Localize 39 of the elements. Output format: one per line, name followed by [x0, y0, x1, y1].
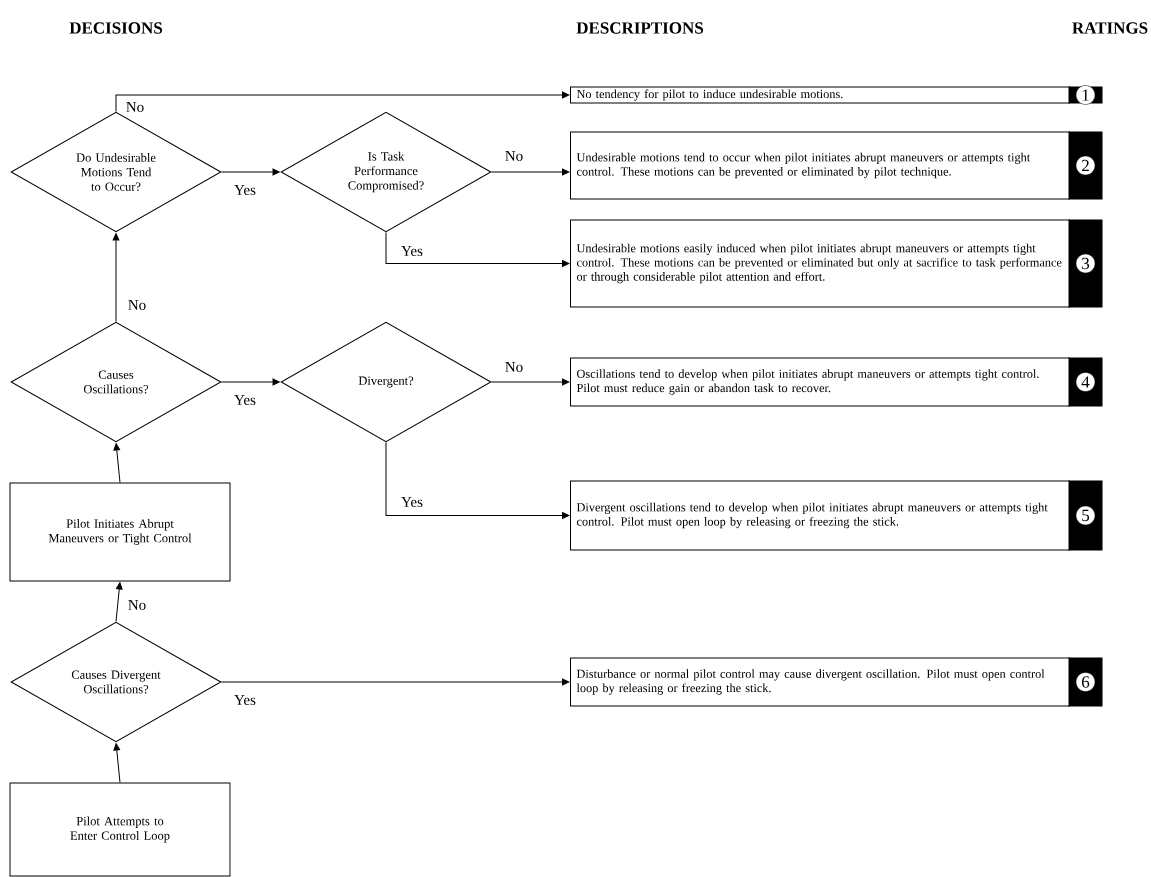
- arrow: [113, 443, 121, 483]
- edge-label: Yes: [401, 246, 423, 256]
- arrow: [112, 233, 120, 322]
- arrow: [491, 378, 570, 386]
- description-box: No tendency for pilot to induce undesirable motions.: [570, 86, 1070, 104]
- rating-badge: 2: [1068, 131, 1103, 200]
- edge-label: No: [126, 102, 144, 112]
- description-box: Divergent oscillations tend to develop when pilot initiates abrupt maneuvers or attempts tight control. Pilot must open loop by releasing or freezing the stick.: [570, 480, 1070, 551]
- arrow: [221, 168, 280, 176]
- edge-label: No: [128, 600, 146, 610]
- edge-label: Yes: [401, 497, 423, 507]
- arrow: [491, 168, 570, 176]
- rating-badge: 1: [1068, 85, 1103, 105]
- arrow: [115, 582, 123, 622]
- column-heading: RATINGS: [1072, 22, 1148, 34]
- description-box: Oscillations tend to develop when pilot initiates abrupt maneuvers or attempts tight control. Pilot must reduce gain or abandon task to recover.: [570, 357, 1070, 407]
- rating-badge: 5: [1068, 480, 1103, 551]
- rating-badge: 3: [1068, 219, 1103, 308]
- edge-label: Yes: [234, 695, 256, 705]
- process-box: Pilot Initiates Abrupt Maneuvers or Tight Control: [9, 482, 231, 582]
- arrow: [113, 743, 121, 783]
- description-box: Undesirable motions easily induced when pilot initiates abrupt maneuvers or attempts tight control. These motions can be prevented or eliminated but only at sacrifice to task performance or through considerable pilot attention and effort.: [570, 219, 1070, 308]
- arrow: [385, 442, 570, 519]
- arrow: [221, 678, 570, 686]
- process-box: Pilot Attempts to Enter Control Loop: [9, 782, 231, 877]
- column-heading: DESCRIPTIONS: [576, 22, 704, 34]
- arrow: [115, 91, 570, 112]
- column-heading: DECISIONS: [69, 22, 163, 34]
- description-box: Undesirable motions tend to occur when pilot initiates abrupt maneuvers or attempts tight control. These motions can be prevented or eliminated by pilot technique.: [570, 131, 1070, 200]
- arrow: [221, 378, 280, 386]
- rating-badge: 6: [1068, 657, 1103, 707]
- edge-label: No: [128, 300, 146, 310]
- rating-badge: 4: [1068, 357, 1103, 407]
- edge-label: Yes: [234, 185, 256, 195]
- description-box: Disturbance or normal pilot control may cause divergent oscillation. Pilot must open control loop by releasing or freezing the stick.: [570, 657, 1070, 707]
- edge-label: No: [505, 151, 523, 161]
- edge-label: No: [505, 362, 523, 372]
- edge-label: Yes: [234, 395, 256, 405]
- arrow: [385, 232, 570, 267]
